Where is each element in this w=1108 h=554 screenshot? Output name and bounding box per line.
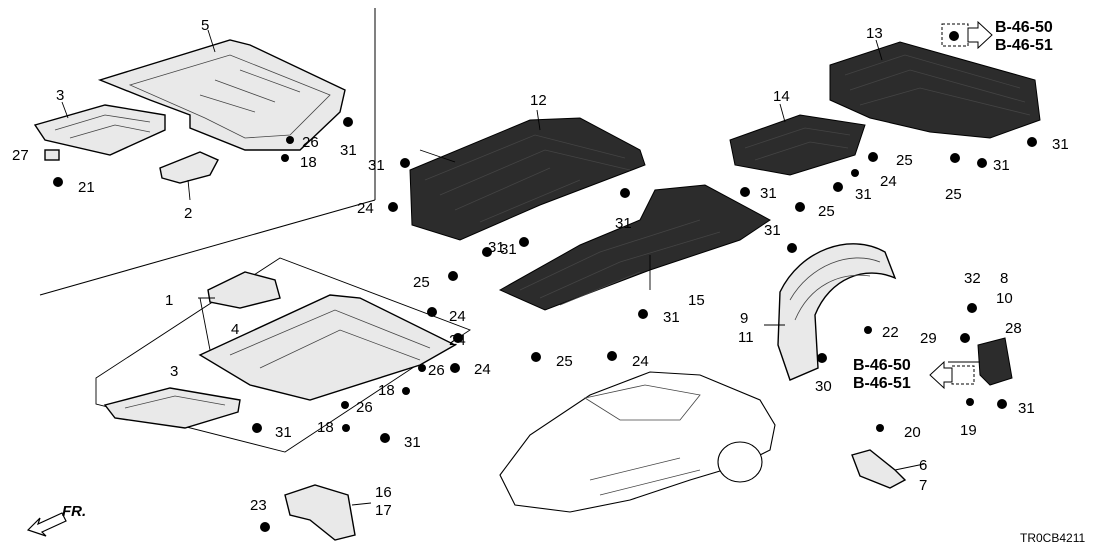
ref-mid-a: B-46-50	[853, 357, 911, 374]
front-direction-indicator: FR.	[26, 503, 86, 537]
callout-15: 15	[688, 292, 705, 309]
callout-11: 11	[738, 329, 754, 346]
callout-29: 29	[920, 330, 937, 347]
direction-label: FR.	[62, 503, 86, 520]
callout-9: 9	[740, 310, 748, 327]
callout-31i: 31	[488, 239, 505, 256]
callout-31a: 31	[340, 142, 357, 159]
part-16-mudguard	[284, 484, 356, 541]
callout-24a: 24	[357, 200, 374, 217]
callout-25c: 25	[945, 186, 962, 203]
part-2-cover-small	[159, 151, 219, 184]
callout-2: 2	[184, 205, 192, 222]
callout-25d: 25	[413, 274, 430, 291]
callout-26c: 26	[356, 399, 373, 416]
callout-4: 4	[231, 321, 239, 338]
part-1-undercover-assembly	[198, 294, 457, 401]
callout-31h: 31	[500, 241, 517, 258]
callout-3b: 3	[170, 363, 178, 380]
callout-31e: 31	[760, 185, 777, 202]
part-15-center-undercover	[498, 184, 771, 311]
callout-27: 27	[12, 147, 29, 164]
callout-1: 1	[165, 292, 173, 309]
callout-25b: 25	[818, 203, 835, 220]
callout-28: 28	[1005, 320, 1022, 337]
callout-12: 12	[530, 92, 547, 109]
callout-labels: 5 3 26 31 27 18 21 2 12 31 24 31 13 14 2…	[12, 17, 1069, 519]
callout-31g: 31	[1052, 136, 1069, 153]
callout-10: 10	[996, 290, 1013, 307]
callout-18a: 18	[300, 154, 317, 171]
callout-32: 32	[964, 270, 981, 287]
part-5-undercover-frame	[97, 39, 346, 151]
vehicle-outline	[499, 371, 776, 513]
part-8-splash-guard	[977, 337, 1013, 386]
part-6-guard	[851, 449, 907, 489]
reference-top: B-46-50 B-46-51	[941, 19, 1053, 54]
callout-18b: 18	[378, 382, 395, 399]
callout-23: 23	[250, 497, 267, 514]
part-14-cover	[729, 114, 866, 176]
callout-26b: 26	[428, 362, 445, 379]
callout-8: 8	[1000, 270, 1008, 287]
callout-21: 21	[78, 179, 95, 196]
part-9-inner-fender	[777, 243, 897, 381]
callout-5: 5	[201, 17, 209, 34]
callout-24e: 24	[474, 361, 491, 378]
callout-31b: 31	[368, 157, 385, 174]
part-4-cover	[207, 271, 281, 309]
callout-20: 20	[904, 424, 921, 441]
part-13-rear-undercover	[829, 41, 1041, 139]
part-3-side-cover-upper	[33, 104, 166, 156]
ref-top-b: B-46-51	[995, 37, 1053, 54]
part-12-undercover	[409, 117, 646, 241]
divider-lines	[39, 8, 376, 296]
callout-19: 19	[960, 422, 977, 439]
part-27-clip	[44, 149, 60, 161]
reference-mid: B-46-50 B-46-51	[853, 357, 975, 392]
callout-14: 14	[773, 88, 790, 105]
callout-7: 7	[919, 477, 927, 494]
callout-24b: 24	[880, 173, 897, 190]
callout-31m: 31	[404, 434, 421, 451]
fastener-icons	[53, 31, 1037, 532]
direction-arrow-icon	[26, 512, 67, 537]
callout-25e: 25	[556, 353, 573, 370]
callout-31f: 31	[993, 157, 1010, 174]
leader-lines	[61, 29, 980, 506]
callout-17: 17	[375, 502, 392, 519]
callout-24f: 24	[632, 353, 649, 370]
callout-31d: 31	[855, 186, 872, 203]
ref-top-a: B-46-50	[995, 19, 1053, 36]
callout-30: 30	[815, 378, 832, 395]
callout-31c: 31	[615, 215, 632, 232]
callout-31k: 31	[663, 309, 680, 326]
callout-31n: 31	[1018, 400, 1035, 417]
callout-13: 13	[866, 25, 883, 42]
callout-25a: 25	[896, 152, 913, 169]
callout-31j: 31	[764, 222, 781, 239]
callout-6: 6	[919, 457, 927, 474]
callout-18c: 18	[317, 419, 334, 436]
part-3-side-cover-lower	[103, 387, 241, 429]
callout-24d: 24	[449, 332, 466, 349]
callout-3a: 3	[56, 87, 64, 104]
ref-mid-b: B-46-51	[853, 375, 911, 392]
callout-16: 16	[375, 484, 392, 501]
callout-24c: 24	[449, 308, 466, 325]
callout-26a: 26	[302, 134, 319, 151]
diagram-code: TR0CB4211	[1020, 531, 1085, 545]
callout-31l: 31	[275, 424, 292, 441]
callout-22: 22	[882, 324, 899, 341]
